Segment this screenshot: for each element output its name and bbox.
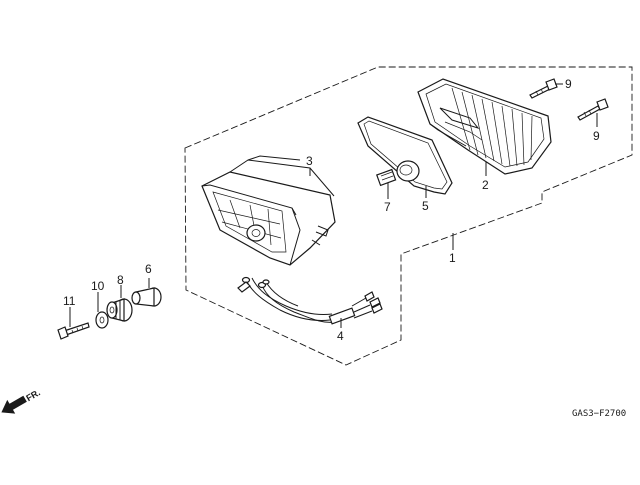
front-direction-label: FR. bbox=[24, 387, 42, 403]
housing-part-3 bbox=[201, 155, 336, 266]
bolt-part-11 bbox=[57, 322, 90, 340]
front-direction-arrow: FR. bbox=[1, 387, 42, 414]
callout-9-lower: 9 bbox=[593, 129, 600, 143]
callout-5: 5 bbox=[422, 199, 429, 213]
callout-4: 4 bbox=[337, 329, 344, 343]
callout-6: 6 bbox=[145, 262, 152, 276]
collar-part-6 bbox=[131, 287, 162, 307]
washer-part-10 bbox=[95, 311, 109, 329]
callout-2: 2 bbox=[482, 178, 489, 192]
gasket-part-5 bbox=[357, 116, 453, 195]
grommet-part-8 bbox=[106, 298, 133, 322]
lens-part-2 bbox=[417, 78, 552, 175]
diagram-code: GAS3−F2700 bbox=[572, 409, 626, 419]
callout-9-upper: 9 bbox=[565, 77, 572, 91]
callout-1: 1 bbox=[449, 251, 456, 265]
callout-7: 7 bbox=[384, 200, 391, 214]
screw-part-9-upper bbox=[529, 78, 558, 99]
wire-harness-part-4 bbox=[237, 276, 383, 325]
callout-11: 11 bbox=[63, 294, 76, 308]
leader-lines bbox=[69, 83, 598, 328]
assembly-boundary bbox=[184, 66, 633, 366]
screw-part-9-lower bbox=[577, 98, 609, 121]
callout-8: 8 bbox=[117, 273, 124, 287]
callout-3: 3 bbox=[306, 154, 313, 168]
bulb-part-7 bbox=[376, 160, 420, 187]
callout-10: 10 bbox=[91, 279, 105, 293]
